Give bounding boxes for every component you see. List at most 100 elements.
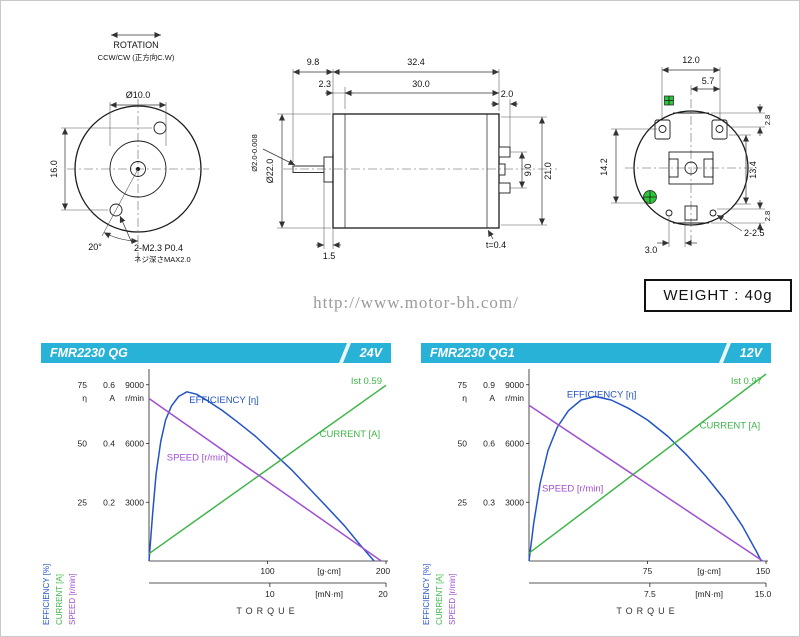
y-tick-label: 0.4 xyxy=(103,439,115,449)
rotation-label: ROTATION xyxy=(113,40,158,50)
side-axis-label: CURRENT [A] xyxy=(435,574,444,625)
x-unit-gcm: [g·cm] xyxy=(697,566,721,576)
y-tick-label: 50 xyxy=(458,439,468,449)
marker-square-green xyxy=(664,95,674,106)
series-eta xyxy=(148,391,375,562)
chart-voltage: 24V xyxy=(359,346,382,360)
series-label: SPEED [r/min] xyxy=(542,483,603,494)
chart-title: FMR2230 QG1 xyxy=(430,346,515,360)
brush-cap xyxy=(498,163,506,176)
dim-terminal-offset: 5.7 xyxy=(702,76,715,86)
dim-cap-thickness: t=0.4 xyxy=(486,240,506,250)
mount-hole xyxy=(665,209,673,217)
dim-total-length: 32.4 xyxy=(407,57,425,67)
side-view-drawing: 9.8 32.4 2.3 30.0 2.0 Ø22.0 Ø2.0-0.008 9… xyxy=(250,57,557,261)
dim-shaft-extension: 9.8 xyxy=(307,57,320,67)
x-axis-title: TORQUE xyxy=(616,606,678,616)
watermark: http://www.motor-bh.com/ xyxy=(313,293,519,312)
series-label: EFFICIENCY [η] xyxy=(189,395,259,406)
bottom-tab xyxy=(684,205,698,221)
weight-label: WEIGHT : 40g xyxy=(663,287,773,304)
series-label: CURRENT [A] xyxy=(700,420,761,431)
terminal xyxy=(498,182,511,194)
x-tick-label: 150 xyxy=(756,566,770,576)
side-axis-label: EFFICIENCY [%] xyxy=(42,564,51,625)
y-tick-label: 0.6 xyxy=(103,380,115,390)
y-axis-name: A xyxy=(109,393,115,403)
side-axis-label: EFFICIENCY [%] xyxy=(422,564,431,625)
y-tick-label: 75 xyxy=(78,380,88,390)
rotation-direction-label: CCW/CW (正方向C.W) xyxy=(98,52,175,62)
rear-view-drawing: 12.0 5.7 2.8 14.2 13.4 2.8 2-2.5 xyxy=(599,55,772,255)
stall-current-label: Ist 0.59 xyxy=(351,376,382,387)
dim-hole-spec: 2-2.5 xyxy=(744,228,765,238)
dim-terminal-pitch: 12.0 xyxy=(682,55,700,65)
chart-header: FMR2230 QG1 12V xyxy=(421,343,771,363)
dim-shaft-diameter: Ø2.0-0.008 xyxy=(250,134,259,172)
x-unit-mnm: [mN·m] xyxy=(695,589,723,599)
dim-top-offset: 2.8 xyxy=(763,115,772,125)
weight-box: WEIGHT : 40g xyxy=(644,279,792,312)
screw-depth-label: ネジ深さMAX2.0 xyxy=(134,255,191,264)
series-rpm xyxy=(148,397,382,562)
chart-title: FMR2230 QG xyxy=(50,346,128,360)
mnm-tick-label: 7.5 xyxy=(644,589,656,599)
bearing-boss xyxy=(323,156,334,183)
dim-terminal-span: 9.0 xyxy=(523,164,533,177)
chart-voltage: 12V xyxy=(739,346,762,360)
y-tick-label: 9000 xyxy=(125,380,144,390)
front-view-drawing: ROTATION CCW/CW (正方向C.W) Ø10.0 16.0 20° … xyxy=(49,32,209,264)
y-axis-name: r/min xyxy=(505,393,524,403)
mnm-tick-label: 10 xyxy=(265,589,275,599)
y-axis-name: A xyxy=(489,393,495,403)
technical-drawings: ROTATION CCW/CW (正方向C.W) Ø10.0 16.0 20° … xyxy=(49,32,772,264)
motor-body xyxy=(332,113,500,229)
terminal xyxy=(498,146,511,158)
y-tick-label: 0.9 xyxy=(483,380,495,390)
dim-left-span: 14.2 xyxy=(599,158,609,176)
y-tick-label: 6000 xyxy=(125,439,144,449)
mount-hole xyxy=(709,209,717,217)
screw-hole xyxy=(109,203,123,217)
terminal-tab xyxy=(711,119,728,140)
side-axis-label: SPEED [r/min] xyxy=(68,573,77,625)
x-unit-gcm: [g·cm] xyxy=(317,566,341,576)
dim-hole-span: 16.0 xyxy=(49,160,59,178)
x-tick-label: 200 xyxy=(376,566,390,576)
dim-height-across-flats: 21.0 xyxy=(543,162,553,180)
series-label: CURRENT [A] xyxy=(320,429,381,440)
series-amp xyxy=(528,373,767,554)
shaft-circle xyxy=(130,161,146,177)
x-axis-title: TORQUE xyxy=(236,606,298,616)
side-axis-label: CURRENT [A] xyxy=(55,574,64,625)
dim-hole-angle: 20° xyxy=(88,242,102,252)
screw-spec-label: 2-M2.3 P0.4 xyxy=(134,243,183,253)
y-tick-label: 25 xyxy=(458,497,468,507)
series-rpm xyxy=(528,404,764,562)
boss-circle xyxy=(109,140,167,198)
side-axis-label: SPEED [r/min] xyxy=(448,573,457,625)
dim-boss-diameter: Ø10.0 xyxy=(126,90,151,100)
x-tick-label: 100 xyxy=(260,566,274,576)
dim-terminal-length: 2.0 xyxy=(501,89,514,99)
y-axis-name: r/min xyxy=(125,393,144,403)
y-tick-label: 6000 xyxy=(505,439,524,449)
mnm-tick-label: 15.0 xyxy=(755,589,771,599)
series-eta xyxy=(528,395,762,562)
y-axis-name: η xyxy=(462,393,467,403)
y-tick-label: 3000 xyxy=(125,497,144,507)
y-tick-label: 9000 xyxy=(505,380,524,390)
stall-current-label: Ist 0.97 xyxy=(731,376,762,387)
dim-hole-offset: 3.0 xyxy=(645,245,658,255)
series-label: EFFICIENCY [η] xyxy=(567,389,637,400)
series-label: SPEED [r/min] xyxy=(167,452,228,463)
y-axis-name: η xyxy=(82,393,87,403)
dim-right-span: 13.4 xyxy=(748,161,758,179)
x-tick-label: 75 xyxy=(643,566,653,576)
dim-body-diameter: Ø22.0 xyxy=(265,159,275,184)
chart-header: FMR2230 QG 24V xyxy=(41,343,391,363)
